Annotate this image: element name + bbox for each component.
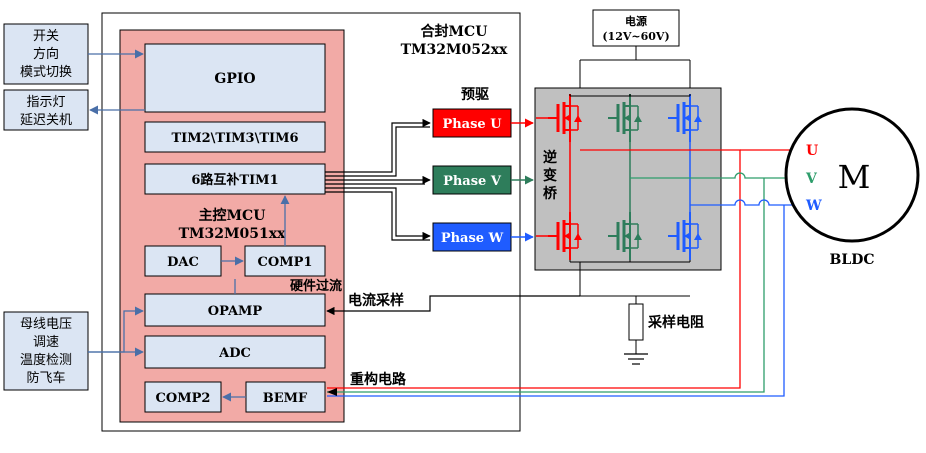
dac-label: DAC [167, 255, 199, 270]
comp2-block [144, 381, 222, 413]
arrow-head-bemf [327, 388, 337, 396]
phase-box-1: Phase V [432, 165, 512, 195]
mosfet-high-1 [608, 94, 642, 142]
mosfet-high-0 [548, 94, 582, 142]
line-tim1-phase-u-2 [325, 126, 430, 177]
input-temperature-label: 温度检测 [20, 352, 72, 368]
input-bus-voltage-label: 母线电压 [20, 317, 72, 332]
ground-icon [624, 353, 648, 365]
adc-label: ADC [218, 346, 251, 361]
phase-u-line [327, 149, 741, 389]
opamp-block [144, 293, 326, 327]
tim-label: TIM2\TIM3\TIM6 [171, 131, 298, 146]
sense-resistor [628, 303, 644, 341]
phase-box-label: Phase V [443, 174, 502, 189]
adc-block [144, 335, 326, 369]
current-sampling-label: 电流采样 [348, 292, 404, 309]
phase-v-line [630, 172, 800, 179]
phase-box-0: Phase U [432, 108, 512, 138]
phase-box-label: Phase U [442, 117, 502, 132]
opamp-label: OPAMP [208, 304, 263, 319]
reconstruct-label: 重构电路 [350, 371, 407, 388]
output-shutdown-label: 延迟关机 [20, 113, 72, 128]
input-speed-label: 调速 [33, 335, 59, 350]
inverter-label-3: 桥 [543, 185, 558, 202]
input-direction-label: 方向 [33, 46, 59, 62]
tim1-block [144, 163, 326, 195]
mcu-inner-part: TM32M051xx [179, 226, 286, 242]
input-box-analog: 母线电压 调速 温度检测 防飞车 [3, 311, 89, 391]
arrow-tim1-to-phase-w [325, 187, 431, 241]
motor-name: BLDC [830, 252, 875, 268]
mcu-inner-title: 主控MCU [199, 207, 266, 224]
gpio-block [144, 43, 326, 113]
inverter-label-2: 变 [543, 167, 557, 184]
line-tim1-phase-w-2 [325, 191, 430, 241]
sense-resistor-label: 采样电阻 [647, 314, 704, 331]
hw-overcurrent-label: 硬件过流 [290, 278, 342, 294]
power-supply-range: (12V~60V) [602, 30, 669, 43]
motor-circle [784, 107, 920, 243]
arrow-current-sampling [326, 295, 580, 316]
output-box-indicator: 指示灯 延迟关机 [3, 89, 89, 131]
predriver-label: 预驱 [461, 87, 489, 103]
input-mode-label: 模式切换 [20, 65, 72, 80]
tim1-label: 6路互补TIM1 [191, 172, 278, 188]
motor-symbol: M [838, 158, 871, 196]
bemf-block [245, 381, 326, 413]
comp1-label: COMP1 [258, 255, 313, 270]
power-supply-label: 电源 [625, 14, 647, 28]
motor-terminal-w: W [805, 198, 822, 214]
mosfet-high-2 [668, 94, 702, 142]
dac-block [144, 245, 222, 277]
phase-box-2: Phase W [432, 222, 512, 252]
motor-terminal-v: V [805, 171, 818, 187]
comp2-label: COMP2 [156, 391, 211, 406]
mcu-outer-title: 合封MCU [421, 23, 488, 40]
motor-terminal-u: U [806, 143, 818, 159]
input-switch-label: 开关 [33, 29, 59, 44]
input-box-switches: 开关 方向 模式切换 [3, 23, 89, 85]
mcu-outer-part: TM32M052xx [401, 42, 508, 58]
input-anti-windmill-label: 防飞车 [26, 370, 65, 386]
mosfet-low-0 [548, 212, 582, 260]
comp1-block [244, 245, 326, 277]
mosfet-low-2 [668, 212, 702, 260]
tim-block [144, 121, 326, 153]
mosfet-low-1 [608, 212, 642, 260]
phase-box-label: Phase W [441, 231, 504, 246]
gpio-label: GPIO [214, 71, 255, 87]
output-indicator-label: 指示灯 [26, 95, 65, 110]
inverter-label-1: 逆 [543, 149, 557, 166]
phase-w-line [690, 199, 800, 206]
bemf-label: BEMF [263, 391, 308, 406]
arrow-tim1-to-phase-u [325, 118, 431, 173]
